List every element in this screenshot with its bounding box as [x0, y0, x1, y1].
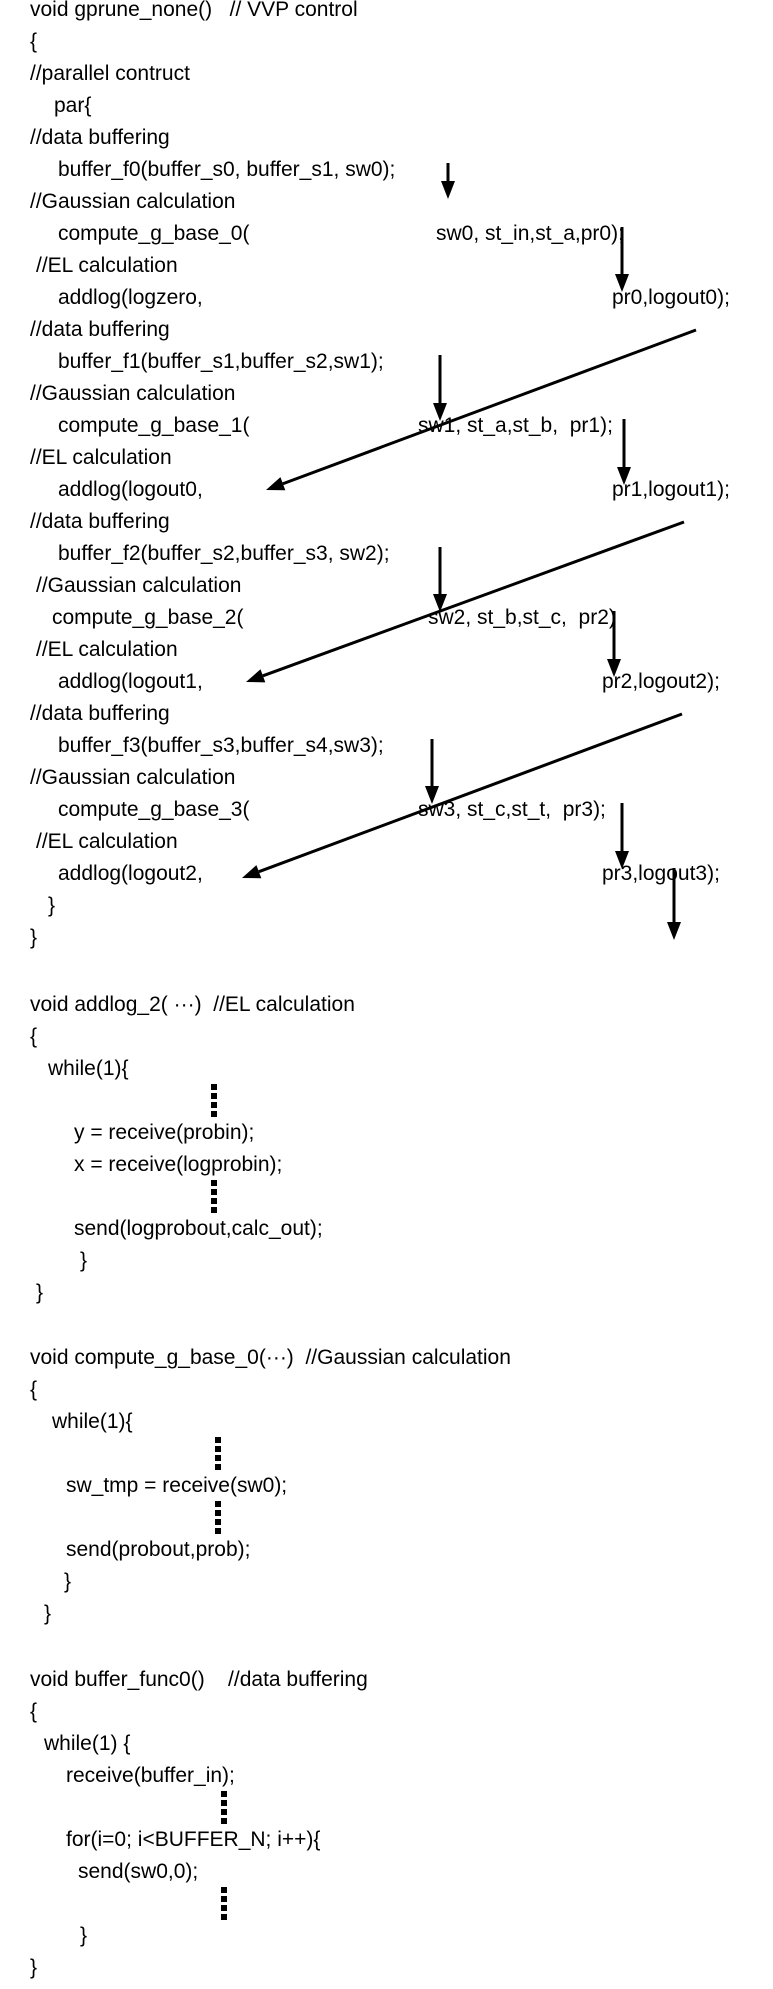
code-line-p1: void buffer_func0() //data buffering: [30, 1668, 368, 1691]
code-line-n4: sw_tmp = receive(sw0);: [66, 1474, 288, 1497]
dotted-marker-gbase-2: [215, 1501, 221, 1534]
dotted-marker-buffer-1: [221, 1791, 227, 1824]
code-line-l12: buffer_f1(buffer_s1,buffer_s2,sw1);: [58, 350, 384, 373]
code-line-l18: buffer_f2(buffer_s2,buffer_s3, sw2);: [58, 542, 390, 565]
code-line-l5: //data buffering: [30, 126, 170, 149]
code-line-p8: }: [30, 1956, 38, 1979]
code-line-p2: {: [30, 1700, 38, 1723]
code-line-n6: }: [64, 1570, 72, 1593]
code-line-m5: x = receive(logprobin);: [74, 1153, 283, 1176]
dotted-marker-gbase-1: [215, 1437, 221, 1470]
code-line-l4: par{: [54, 94, 92, 117]
code-line-l27: //EL calculation: [36, 830, 178, 853]
code-line-n5: send(probout,prob);: [66, 1538, 251, 1561]
code-line-l17: //data buffering: [30, 510, 170, 533]
code-line-l23: //data buffering: [30, 702, 170, 725]
code-line-l14a: compute_g_base_1(: [58, 414, 250, 437]
code-line-l22a: addlog(logout1,: [58, 670, 203, 693]
arrow-logout1-to-addlog: [246, 520, 685, 683]
code-line-l6: buffer_f0(buffer_s0, buffer_s1, sw0);: [58, 158, 396, 181]
code-line-l10b: pr0,logout0);: [612, 286, 730, 309]
code-line-l28b: pr3,logout3);: [602, 862, 720, 885]
arrow-sw2-down: [433, 547, 447, 612]
code-line-l16a: addlog(logout0,: [58, 478, 203, 501]
code-line-n7: }: [44, 1602, 52, 1625]
arrow-logout3-down: [667, 868, 681, 940]
code-line-l8b: sw0, st_in,st_a,pr0);: [436, 222, 624, 245]
arrow-pr1-down: [617, 419, 631, 485]
code-line-l22b: pr2,logout2);: [602, 670, 720, 693]
code-line-l13: //Gaussian calculation: [30, 382, 236, 405]
code-line-l20b: sw2, st_b,st_c, pr2): [428, 606, 616, 629]
arrow-sw0-down: [441, 163, 455, 199]
code-line-l2: {: [30, 30, 38, 53]
dotted-marker-addlog-2: [211, 1180, 217, 1213]
arrow-logout2-to-addlog: [242, 712, 683, 879]
code-line-n3: while(1){: [52, 1410, 133, 1433]
code-line-l26b: sw3, st_c,st_t, pr3);: [418, 798, 606, 821]
code-line-p4: receive(buffer_in);: [66, 1764, 235, 1787]
code-line-p7: }: [80, 1924, 88, 1947]
code-line-m4: y = receive(probin);: [74, 1121, 255, 1144]
arrow-pr3-down: [615, 803, 629, 869]
code-line-l8a: compute_g_base_0(: [58, 222, 250, 245]
code-line-l11: //data buffering: [30, 318, 170, 341]
code-line-m7: }: [80, 1249, 88, 1272]
arrow-pr2-down: [607, 611, 621, 677]
code-line-l19: //Gaussian calculation: [36, 574, 242, 597]
code-line-l28a: addlog(logout2,: [58, 862, 203, 885]
code-line-l26a: compute_g_base_3(: [58, 798, 250, 821]
code-line-p5: for(i=0; i<BUFFER_N; i++){: [66, 1828, 321, 1851]
code-line-l15: //EL calculation: [30, 446, 172, 469]
code-line-m8: }: [36, 1281, 44, 1304]
code-line-l30: }: [30, 926, 38, 949]
code-line-l10a: addlog(logzero,: [58, 286, 203, 309]
code-line-l16b: pr1,logout1);: [612, 478, 730, 501]
code-line-m1: void addlog_2( ···) //EL calculation: [30, 993, 355, 1016]
code-line-l9: //EL calculation: [36, 254, 178, 277]
code-line-l20a: compute_g_base_2(: [52, 606, 244, 629]
code-line-l24: buffer_f3(buffer_s3,buffer_s4,sw3);: [58, 734, 384, 757]
arrow-sw1-down: [433, 355, 447, 421]
dotted-marker-addlog-1: [211, 1084, 217, 1117]
code-line-n2: {: [30, 1378, 38, 1401]
code-line-n1: void compute_g_base_0(···) //Gaussian ca…: [30, 1346, 511, 1369]
code-line-m2: {: [30, 1025, 38, 1048]
arrow-sw3-down: [425, 739, 439, 804]
code-line-l3: //parallel contruct: [30, 62, 190, 85]
arrow-logout0-to-addlog: [266, 328, 697, 491]
dotted-marker-buffer-2: [221, 1887, 227, 1920]
code-line-p6: send(sw0,0);: [78, 1860, 199, 1883]
code-line-p3: while(1) {: [44, 1732, 131, 1755]
code-line-l1: void gprune_none() // VVP control: [30, 0, 358, 21]
code-line-m6: send(logprobout,calc_out);: [74, 1217, 323, 1240]
code-line-l29: }: [48, 894, 56, 917]
code-line-l21: //EL calculation: [36, 638, 178, 661]
code-line-m3: while(1){: [48, 1057, 129, 1080]
code-line-l25: //Gaussian calculation: [30, 766, 236, 789]
arrow-pr0-down: [615, 227, 629, 292]
code-line-l7: //Gaussian calculation: [30, 190, 236, 213]
